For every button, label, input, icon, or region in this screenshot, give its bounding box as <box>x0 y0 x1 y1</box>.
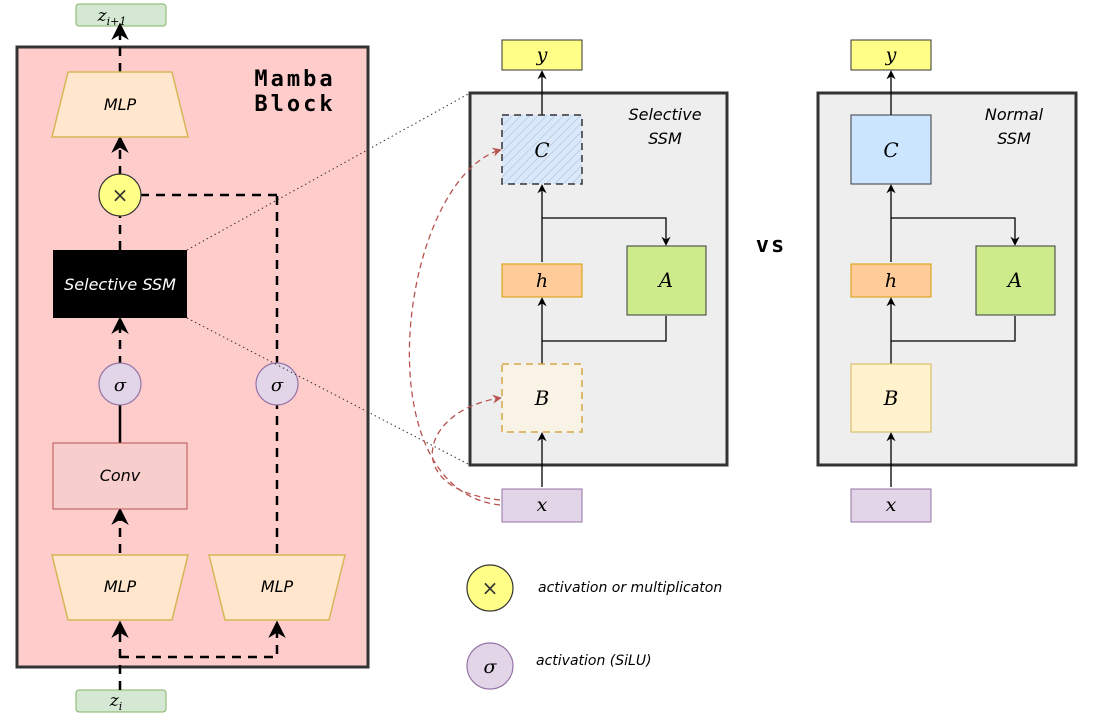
top-mlp-label: MLP <box>104 95 137 114</box>
sigma-left-symbol: σ <box>114 375 127 396</box>
bottom-mlp-right-shape <box>208 554 346 621</box>
legend: × activation or multiplicaton σ activati… <box>466 564 722 690</box>
sigma-left-node <box>98 362 142 406</box>
selective-a-label: A <box>657 268 673 292</box>
normal-panel-title-line2: SSM <box>997 129 1031 148</box>
legend-multiply-icon <box>466 564 514 612</box>
legend-multiply-symbol: × <box>482 576 499 600</box>
normal-h-label: h <box>885 270 897 292</box>
multiply-node <box>98 173 142 217</box>
multiply-symbol: × <box>112 183 129 207</box>
selective-output-y-label: y <box>536 44 548 66</box>
bottom-mlp-right-label: MLP <box>261 577 294 596</box>
legend-sigma-symbol: σ <box>484 656 498 678</box>
legend-sigma-icon <box>466 642 514 690</box>
selective-h-label: h <box>536 270 548 292</box>
selection-arrows <box>408 147 502 506</box>
legend-multiply-text: activation or multiplicaton <box>538 580 722 596</box>
selective-c-label: C <box>534 138 549 162</box>
selective-input-x-label: x <box>537 494 548 516</box>
normal-panel-title-line1: Normal <box>985 105 1044 124</box>
normal-c-label: C <box>883 138 898 162</box>
bottom-mlp-left-label: MLP <box>104 577 137 596</box>
selective-b-box <box>501 363 583 433</box>
normal-input-x-box <box>850 488 932 523</box>
bottom-mlp-left-shape <box>51 554 189 621</box>
normal-b-label: B <box>883 386 899 410</box>
normal-c-box <box>850 114 932 185</box>
legend-sigma-text: activation (SiLU) <box>536 653 652 669</box>
zoom-lines <box>186 92 471 466</box>
selective-output-y-box <box>501 39 583 71</box>
selective-connections <box>537 70 671 487</box>
mamba-block-title-line1: Mamba <box>254 67 335 92</box>
versus-label: vs <box>756 233 787 258</box>
sigma-right-symbol: σ <box>271 375 284 396</box>
normal-output-y-label: y <box>885 44 897 66</box>
normal-a-box <box>975 245 1056 316</box>
conv-label: Conv <box>100 466 141 485</box>
normal-input-x-label: x <box>886 494 897 516</box>
mamba-block: Mamba Block zi+1 zi MLP × Sele <box>15 3 370 713</box>
selective-h-box <box>501 263 583 298</box>
selective-ssm-panel: Selective SSM y C h A B x <box>408 39 729 523</box>
selective-b-label: B <box>534 386 550 410</box>
selective-ssm-box <box>53 250 187 318</box>
normal-output-y-box <box>850 39 932 71</box>
normal-a-label: A <box>1006 268 1022 292</box>
normal-b-box <box>850 363 932 433</box>
selective-a-box <box>626 245 707 316</box>
selective-ssm-label: Selective SSM <box>64 275 176 294</box>
input-z-label: zi <box>109 691 123 713</box>
conv-box <box>52 442 188 510</box>
top-mlp-shape <box>51 71 189 138</box>
selective-panel-title-line2: SSM <box>648 129 682 148</box>
mamba-block-connections <box>111 22 286 690</box>
sigma-right-node <box>255 362 299 406</box>
selective-panel-title-line1: Selective <box>628 105 701 124</box>
normal-h-box <box>850 263 932 298</box>
selective-c-box <box>501 114 583 185</box>
normal-ssm-panel: Normal SSM y C h A B x <box>816 39 1078 523</box>
selective-input-x-box <box>501 488 583 523</box>
mamba-block-title-line2: Block <box>254 92 335 117</box>
normal-connections <box>886 70 1020 487</box>
